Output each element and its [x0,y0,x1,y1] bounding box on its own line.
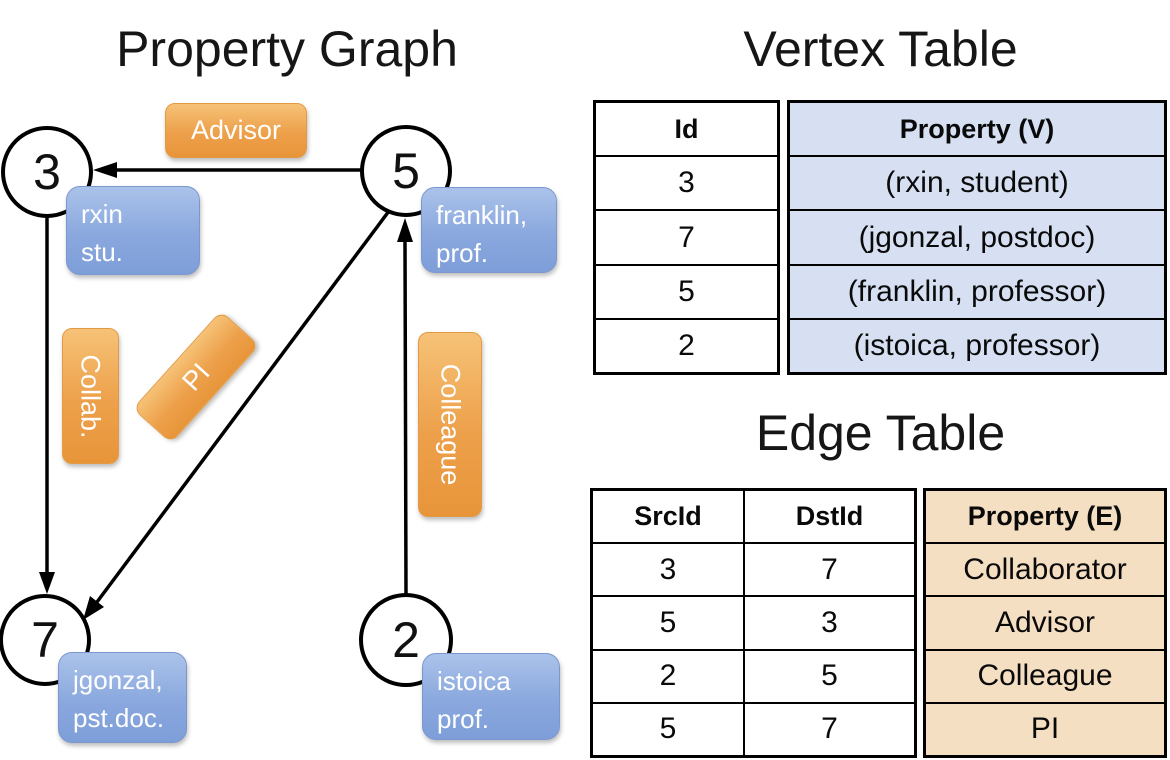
vertex-table-property-cell: (franklin, professor) [790,263,1164,318]
vertex-table-id-cell: 3 [596,155,777,209]
edge-label-advisor-text: Advisor [190,115,282,145]
vertex-box-rxin-line2: stu. [81,237,123,267]
vertex-box-rxin: rxin stu. [66,186,200,275]
edge-table-header-property: Property (E) [926,491,1164,543]
arrowhead-into-3 [93,162,117,178]
edge-table-property-column: Property (E) Collaborator Advisor Collea… [923,488,1167,758]
vertex-box-istoica: istoica prof. [422,653,560,740]
edge-table-header-dst: DstId [795,501,864,532]
edge-table-property-cell: PI [926,701,1164,756]
vertex-box-franklin-line1: franklin, [436,200,528,230]
edge-label-collab-text: Collab. [76,353,107,439]
arrowhead-into-7-diagonal [83,596,104,620]
vertex-box-istoica-line2: prof. [437,704,490,734]
edge-2-5 [403,241,408,595]
edge-table-dst-cell: 7 [821,552,838,586]
edge-table-src-cell: 3 [593,544,745,596]
vertex-box-franklin-line2: prof. [436,238,489,268]
property-graph-title: Property Graph [116,21,458,77]
arrowhead-into-5 [397,218,413,242]
vertex-table-header-id: Id [674,113,699,144]
edge-table-dst-cell: 7 [821,712,838,746]
edge-table-dst-cell: 5 [821,659,838,693]
vertex-box-franklin: franklin, prof. [421,187,557,273]
vertex-table-property-column: Property (V) (rxin, student) (jgonzal, p… [787,100,1167,375]
edge-table-property-cell: Advisor [926,595,1164,649]
vertex-box-jgonzal-line2: pst.doc. [73,703,165,733]
vertex-table-header-property: Property (V) [790,103,1164,156]
edge-label-colleague: Colleague [418,332,482,517]
edge-table-header-src: SrcId [593,491,745,543]
node-label-3: 3 [33,144,61,200]
edge-table-dst-cell: 3 [821,606,838,639]
vertex-box-istoica-line1: istoica [437,666,511,696]
vertex-table-id-cell: 2 [596,317,777,372]
vertex-table-property-cell: (rxin, student) [790,155,1164,210]
edge-table-src-cell: 5 [593,597,745,649]
edge-table-property-cell: Collaborator [926,542,1164,596]
vertex-table-property-cell: (jgonzal, postdoc) [790,209,1164,264]
node-label-2: 2 [392,612,420,668]
vertex-table-id-column: Id 3 7 5 2 [593,100,780,375]
vertex-box-jgonzal: jgonzal, pst.doc. [58,652,187,743]
arrowhead-into-7-vertical [39,572,55,594]
edge-label-pi-text: PI [175,357,216,397]
node-label-7: 7 [31,612,59,668]
edge-table-src-dst-columns: SrcId DstId 3 7 5 3 2 5 5 7 [590,488,917,758]
edge-label-collab: Collab. [62,328,119,464]
vertex-box-rxin-line1: rxin [81,199,123,229]
vertex-table-property-cell: (istoica, professor) [790,317,1164,373]
vertex-table-id-cell: 5 [596,263,777,318]
edge-table-src-cell: 2 [593,650,745,702]
edge-5-7 [95,209,391,604]
edge-table-property-cell: Colleague [926,648,1164,702]
node-label-5: 5 [392,143,420,199]
edge-label-advisor: Advisor [165,103,307,158]
edge-table-src-cell: 5 [593,703,745,756]
edge-table-title: Edge Table [755,405,1006,461]
vertex-table-id-cell: 7 [596,209,777,263]
edge-label-colleague-text: Colleague [435,363,466,486]
vertex-box-jgonzal-line1: jgonzal, [73,665,163,695]
vertex-table-title: Vertex Table [743,21,1018,77]
